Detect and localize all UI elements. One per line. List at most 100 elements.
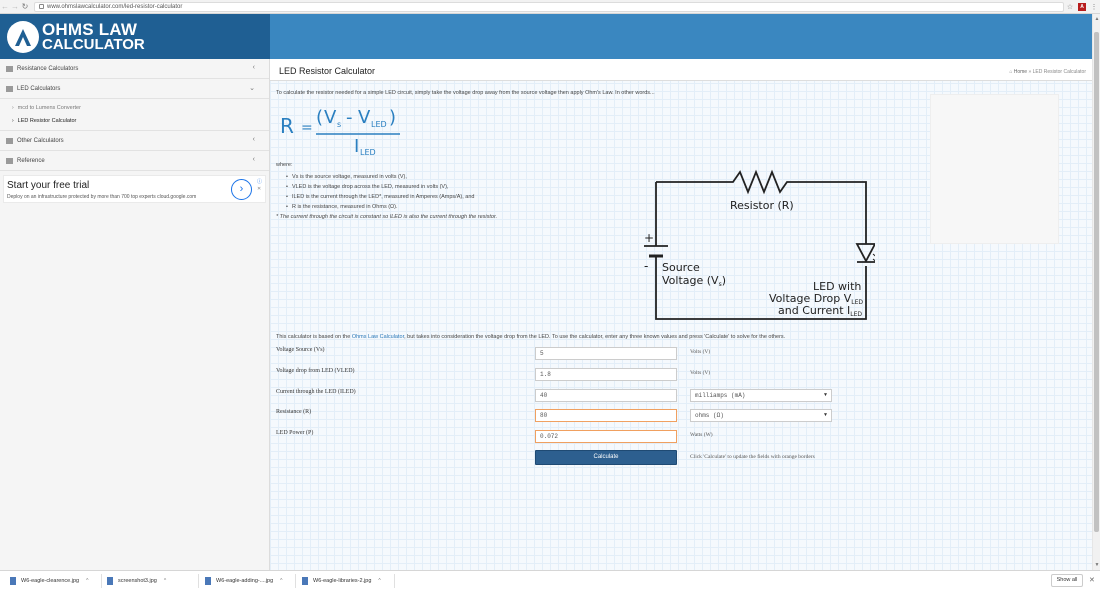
category-icon — [6, 85, 13, 92]
page-scrollbar[interactable]: ▲ ▼ — [1092, 14, 1100, 570]
formula-graphic: R = ( V s - V LED ) I LED — [280, 107, 400, 157]
breadcrumb-home[interactable]: Home — [1013, 69, 1028, 75]
chevron-down-icon: ⌄ — [249, 85, 255, 92]
chevron-left-icon: ‹ — [252, 136, 255, 143]
download-item[interactable]: screenshot3.jpg ^ — [107, 575, 166, 587]
voltage-drop-input[interactable]: 1.8 — [535, 368, 677, 381]
sidebar-subitem-led-resistor[interactable]: › LED Resistor Calculator — [12, 117, 77, 124]
ad-placeholder — [930, 94, 1059, 244]
sidebar-item-other-calculators[interactable]: Other Calculators ‹ — [0, 131, 269, 151]
image-file-icon — [10, 577, 16, 585]
pdf-extension-icon[interactable]: A — [1076, 2, 1088, 11]
show-all-button[interactable]: Show all — [1051, 574, 1083, 587]
formula-equals: = — [301, 120, 313, 136]
formula-vled-sub: LED — [371, 120, 387, 129]
category-icon — [6, 137, 13, 144]
where-label: where: — [276, 162, 293, 168]
ad-title[interactable]: Start your free trial — [7, 180, 90, 191]
field-label-voltage-drop: Voltage drop from LED (VLED) — [276, 368, 355, 374]
sidebar-subitem-mcd-to-lumens[interactable]: › mcd to Lumens Converter — [12, 104, 81, 111]
logo-text-line1: OHMS LAW — [42, 20, 138, 39]
formula-denominator-sub: LED — [360, 148, 376, 157]
led-diode-icon — [855, 243, 875, 263]
led-label-line3: and Current ILED — [778, 304, 862, 318]
resistance-unit-select[interactable]: ohms (Ω) ▼ — [690, 409, 832, 422]
scroll-down-icon[interactable]: ▼ — [1094, 562, 1100, 568]
home-icon: ⌂ — [1009, 69, 1013, 75]
page-title-bar: LED Resistor Calculator ⌂ Home » LED Res… — [270, 59, 1092, 81]
field-label-resistance: Resistance (R) — [276, 409, 312, 415]
ad-arrow-button[interactable]: › — [231, 179, 252, 200]
site-header: OHMS LAW CALCULATOR — [0, 14, 1092, 59]
source-label-line2: Voltage (Vs) — [662, 274, 726, 288]
page-title: LED Resistor Calculator — [279, 66, 376, 76]
downloads-bar: W6-eagle-clearence.jpg ^ screenshot3.jpg… — [0, 570, 1100, 590]
formula-vs: V — [324, 107, 337, 128]
voltage-source-unit: Volts (V) — [690, 349, 711, 355]
download-item[interactable]: W6-eagle-adding-....jpg ^ — [205, 575, 283, 587]
chevron-left-icon: ‹ — [252, 64, 255, 71]
current-unit-select[interactable]: milliamps (mA) ▼ — [690, 389, 832, 402]
chevron-right-icon: › — [12, 104, 14, 111]
download-item[interactable]: W6-eagle-libraries-2.jpg ^ — [302, 575, 381, 587]
ad-info-icon[interactable]: ⓘ — [257, 179, 263, 185]
formula-vled: V — [358, 107, 371, 128]
voltage-source-input[interactable]: 5 — [535, 347, 677, 360]
battery-plus-label: + — [644, 231, 654, 245]
calculate-button[interactable]: Calculate — [535, 450, 677, 465]
sidebar-item-reference[interactable]: Reference ‹ — [0, 151, 269, 171]
star-icon[interactable]: ☆ — [1066, 3, 1074, 11]
led-power-input[interactable]: 0.072 — [535, 430, 677, 443]
note-text: * The current through the circuit is con… — [276, 214, 498, 220]
back-icon[interactable]: ← — [1, 1, 9, 11]
battery-minus-label: - — [644, 259, 648, 273]
calculate-hint: Click 'Calculate' to update the fields w… — [690, 454, 815, 460]
chevron-up-icon[interactable]: ^ — [163, 578, 167, 584]
reload-icon[interactable]: ↻ — [21, 1, 29, 11]
formula-vs-sub: s — [337, 120, 341, 129]
resistance-input[interactable]: 80 — [535, 409, 677, 422]
chevron-up-icon[interactable]: ^ — [86, 578, 89, 584]
site-logo[interactable]: OHMS LAW CALCULATOR — [0, 14, 270, 59]
ad-close-icon[interactable]: ✕ — [257, 186, 262, 192]
scrollbar-thumb[interactable] — [1094, 32, 1099, 532]
download-item[interactable]: W6-eagle-clearence.jpg ^ — [10, 575, 88, 587]
circuit-top-wire — [656, 169, 867, 244]
list-item: Vs is the source voltage, measured in vo… — [286, 172, 474, 182]
field-label-led-power: LED Power (P) — [276, 430, 314, 436]
logo-text-line2: CALCULATOR — [42, 36, 145, 53]
chevron-up-icon[interactable]: ^ — [280, 578, 283, 584]
lock-icon — [39, 4, 44, 9]
address-bar[interactable]: www.ohmslawcalculator.com/led-resistor-c… — [34, 1, 1064, 12]
formula-paren-close: ) — [389, 107, 396, 128]
sidebar-item-resistance-calculators[interactable]: Resistance Calculators ‹ — [0, 59, 269, 79]
list-item: ILED is the current through the LED*, me… — [286, 192, 475, 202]
sidebar-item-led-calculators[interactable]: LED Calculators ⌄ — [0, 79, 269, 99]
category-icon — [6, 65, 13, 72]
sidebar: Resistance Calculators ‹ LED Calculators… — [0, 59, 270, 570]
formula-paren-open: ( — [316, 107, 323, 128]
definitions-list: Vs is the source voltage, measured in vo… — [286, 172, 475, 212]
field-label-current: Current through the LED (ILED) — [276, 389, 356, 395]
field-label-voltage-source: Voltage Source (Vs) — [276, 347, 325, 353]
led-label-line2: Voltage Drop VLED — [769, 292, 863, 306]
resistor-label: Resistor (R) — [730, 199, 794, 212]
current-input[interactable]: 40 — [535, 389, 677, 402]
menu-icon[interactable]: ⋮ — [1090, 3, 1098, 11]
list-item: R is the resistance, measured in Ohms (Ω… — [286, 202, 474, 212]
close-icon[interactable]: ✕ — [1089, 577, 1095, 584]
forward-icon[interactable]: → — [11, 1, 19, 11]
led-light-arrows — [872, 253, 875, 262]
scroll-up-icon[interactable]: ▲ — [1094, 16, 1100, 22]
formula-denominator: I — [354, 136, 359, 157]
image-file-icon — [302, 577, 308, 585]
breadcrumb-current: LED Resistor Calculator — [1032, 69, 1086, 75]
ohms-law-calculator-link[interactable]: Ohms Law Calculator — [351, 334, 405, 340]
chevron-up-icon[interactable]: ^ — [378, 578, 381, 584]
intro-text: To calculate the resistor needed for a s… — [276, 90, 655, 96]
category-icon — [6, 157, 13, 164]
dropdown-caret-icon: ▼ — [823, 392, 827, 398]
sidebar-ad[interactable]: Start your free trial Deploy on an infra… — [3, 175, 266, 203]
circuit-bottom-wire — [655, 264, 867, 320]
circuit-diagram: Resistor (R) + - Source Voltage (Vs) LED… — [644, 169, 875, 320]
